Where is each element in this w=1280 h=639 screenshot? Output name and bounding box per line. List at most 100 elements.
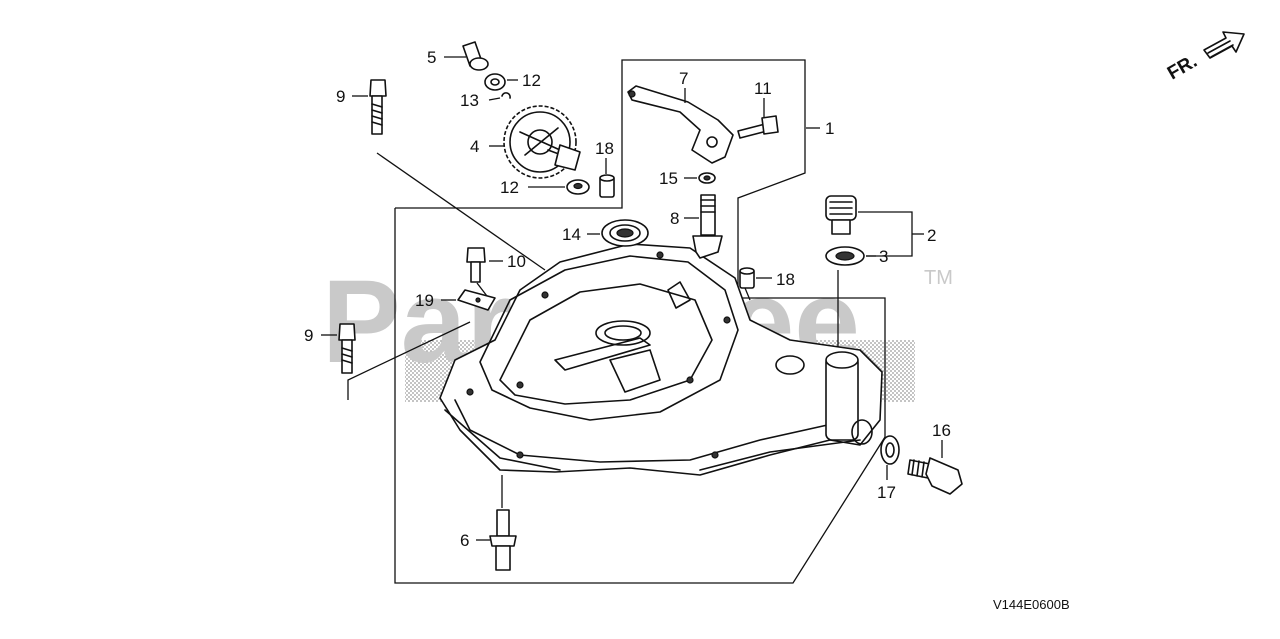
stud6-lower — [495, 545, 511, 571]
callout-6: 6 — [460, 531, 469, 550]
callout-9-lower: 9 — [304, 326, 313, 345]
dowel18b-top — [739, 267, 755, 275]
part-12-washer-lower — [528, 179, 590, 195]
callout-3: 3 — [879, 247, 888, 266]
bolt-hole-7 — [711, 451, 719, 459]
arm7-hole — [628, 90, 636, 98]
part-17-sealing-washer — [880, 435, 900, 480]
part-4-governor-gear — [489, 105, 581, 179]
bolt9a-head — [369, 79, 387, 97]
bolt-hole-6 — [516, 451, 524, 459]
washer12-outer — [484, 73, 506, 91]
callout-bracket-2-3 — [858, 211, 924, 257]
callout-labels: 1 2 3 4 5 6 7 8 9 9 10 11 12 12 13 14 15… — [304, 48, 951, 550]
frame-bolt9-lower — [347, 321, 471, 400]
bolt9a-shank — [371, 95, 383, 135]
washer12-inner — [490, 78, 500, 86]
cover-rib-1 — [554, 337, 651, 371]
arm7-boss — [706, 136, 718, 148]
front-direction-indicator: FR. — [1164, 31, 1245, 84]
part-19-clamp-plate — [441, 289, 496, 311]
part-6-stud — [476, 509, 517, 571]
bolt9b-head — [338, 323, 356, 341]
oring3-inner — [835, 251, 855, 261]
part-9-bolt-lower — [321, 323, 356, 374]
diagram-code: V144E0600B — [993, 597, 1070, 612]
plate19-hole — [475, 297, 481, 303]
callout-17: 17 — [877, 483, 896, 502]
cover-governor-pin — [667, 281, 691, 309]
bolt10-head — [466, 247, 486, 263]
plug2-neck — [831, 219, 851, 235]
callout-12-lower: 12 — [500, 178, 519, 197]
plug2-grip — [829, 201, 853, 215]
bolt11-head — [761, 115, 779, 135]
gear4-rim — [509, 111, 571, 173]
bolt-hole-2 — [516, 381, 524, 389]
trademark-mark: TM — [924, 267, 953, 289]
part-13-clip — [488, 92, 511, 101]
shaft8-spline — [700, 199, 716, 213]
drain-hole — [851, 419, 873, 445]
seal14-mid — [609, 224, 641, 242]
crankshaft-bore — [604, 325, 642, 341]
callout-8: 8 — [670, 209, 679, 228]
cover-base-edge — [444, 409, 861, 471]
assembly-frame — [347, 59, 886, 584]
cover-gasket-rim — [479, 255, 739, 421]
cover-body — [439, 243, 883, 476]
part-10-bolt — [466, 247, 503, 283]
bolt9b-thread — [341, 347, 353, 364]
washer17-inner — [885, 442, 895, 458]
bolt-hole-1 — [541, 291, 549, 299]
frame-outline — [394, 59, 886, 584]
callout-2: 2 — [927, 226, 936, 245]
dowel18a-top — [599, 174, 615, 182]
part-14-oil-seal — [587, 219, 649, 247]
callout-13: 13 — [460, 91, 479, 110]
fr-arrow-hatch — [1207, 40, 1234, 58]
arm7-body — [627, 85, 734, 164]
bolt16-thread — [911, 459, 925, 478]
part-18-dowel-upper — [599, 158, 615, 198]
washer12b-inner — [573, 182, 583, 190]
fr-label: FR. — [1164, 51, 1201, 84]
pin5-head — [469, 57, 489, 71]
shaft8-foot — [692, 235, 723, 259]
washer17-outer — [880, 435, 900, 465]
seal14-bore — [616, 228, 634, 238]
callout-16: 16 — [932, 421, 951, 440]
callout-12-upper: 12 — [522, 71, 541, 90]
cover-seal-boss — [775, 355, 805, 375]
shaft8-body — [700, 194, 716, 236]
leader-bolt9-upper — [376, 152, 546, 271]
callout-14: 14 — [562, 225, 581, 244]
cover-inner-rim — [499, 283, 713, 405]
bolt-hole-8 — [466, 388, 474, 396]
cover-clip — [609, 349, 661, 393]
washer15-hole — [703, 175, 711, 181]
part-15-washer — [684, 172, 716, 184]
callout-10: 10 — [507, 252, 526, 271]
gear4-flyweight — [554, 144, 581, 171]
stud6-upper — [496, 509, 510, 537]
callout-18-upper: 18 — [595, 139, 614, 158]
part-9-bolt-upper — [352, 79, 387, 135]
part-5-shaft-pin — [444, 41, 489, 71]
leader-pin18-lower — [744, 287, 751, 301]
callout-15: 15 — [659, 169, 678, 188]
bolt9a-thread — [371, 103, 383, 126]
callout-19: 19 — [415, 291, 434, 310]
callout-9-upper: 9 — [336, 87, 345, 106]
bolt16-head — [925, 457, 963, 495]
part-18-dowel-lower — [739, 267, 772, 289]
part-16-drain-bolt — [907, 440, 963, 495]
callout-11: 11 — [754, 79, 772, 98]
crankshaft-boss — [595, 320, 651, 346]
callout-7: 7 — [679, 69, 688, 88]
bolt-hole-3 — [686, 376, 694, 384]
part-3-o-ring — [825, 246, 865, 266]
stud6-collar — [489, 535, 517, 547]
part-8-governor-shaft — [684, 194, 723, 259]
